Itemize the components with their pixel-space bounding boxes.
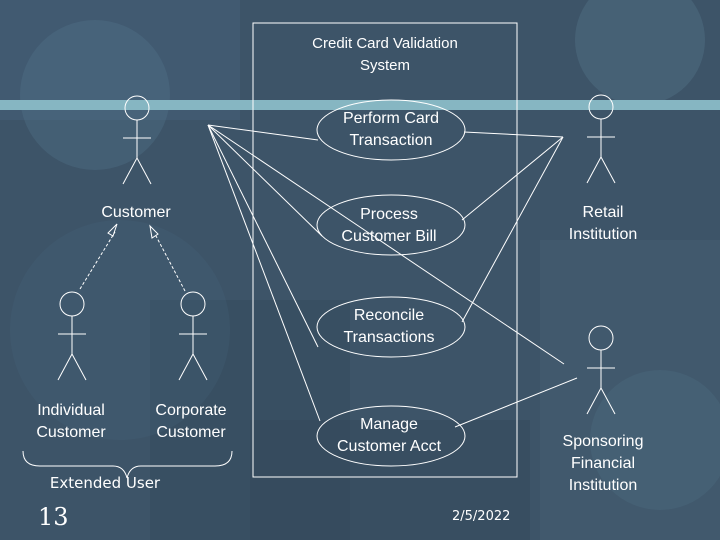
use-case-label-line: Transactions (343, 329, 435, 346)
actor-corporate-figure[interactable] (178, 291, 208, 381)
association-line (461, 136, 564, 323)
use-case-process-customer-bill[interactable] (316, 194, 466, 256)
stick-figure-icon (586, 325, 616, 415)
association-line (207, 124, 319, 348)
generalization-line (79, 231, 116, 290)
page-number: 13 (38, 503, 69, 531)
actor-retail-figure[interactable] (586, 94, 616, 184)
association-line (461, 136, 564, 221)
association-line (207, 124, 323, 237)
actor-label-line: Retail (582, 204, 624, 221)
actor-label-line: Corporate (155, 402, 227, 419)
use-case-perform-card-transaction[interactable] (316, 99, 466, 161)
actor-individual-label: Individual Customer (16, 400, 126, 444)
use-case-label-line: Manage (360, 416, 418, 433)
extended-user-label: Extended User (49, 474, 161, 492)
association-line (454, 377, 578, 428)
actor-individual-figure[interactable] (57, 291, 87, 381)
system-boundary (252, 22, 518, 478)
use-case-label-line: Reconcile (353, 307, 425, 324)
actor-sponsoring-figure[interactable] (586, 325, 616, 415)
extended-user-brace (22, 450, 233, 479)
use-case-label: Process Customer Bill (324, 204, 454, 248)
stick-figure-icon (178, 291, 208, 381)
association-line (463, 131, 564, 138)
actor-retail-label: Retail Institution (548, 202, 658, 246)
system-title-line2: System (359, 57, 410, 74)
system-title-line1: Credit Card Validation (312, 35, 458, 52)
use-case-label-line: Customer Acct (336, 438, 442, 455)
stick-figure-icon (586, 94, 616, 184)
use-case-label-line: Perform Card (342, 110, 440, 127)
use-case-manage-customer-acct[interactable] (316, 405, 466, 467)
actor-label-line: Financial (570, 455, 636, 472)
use-case-label: Reconcile Transactions (324, 305, 454, 349)
actor-label-line: Sponsoring (562, 433, 644, 450)
association-line (207, 124, 321, 422)
association-line (207, 124, 565, 365)
generalization-arrowhead (149, 224, 159, 239)
slide-date: 2/5/2022 (452, 509, 511, 524)
system-title: Credit Card Validation System (253, 33, 517, 77)
use-case-label-line: Transaction (349, 132, 433, 149)
actor-corporate-label: Corporate Customer (136, 400, 246, 444)
use-case-label: Manage Customer Acct (324, 414, 454, 458)
actor-customer-figure[interactable] (122, 95, 152, 185)
actor-customer-label: Customer (101, 204, 171, 221)
actor-label-line: Institution (568, 226, 638, 243)
actor-label-line: Institution (568, 477, 638, 494)
stick-figure-icon (122, 95, 152, 185)
generalization-line (155, 235, 186, 292)
actor-label-line: Customer (156, 424, 226, 441)
generalization-arrowhead (107, 223, 118, 237)
use-case-label: Perform Card Transaction (326, 108, 456, 152)
actor-label-line: Customer (36, 424, 106, 441)
accent-bar (0, 100, 720, 110)
association-line (207, 124, 319, 141)
use-case-label-line: Customer Bill (341, 228, 437, 245)
use-case-label-line: Process (360, 206, 418, 223)
use-case-reconcile-transactions[interactable] (316, 296, 466, 358)
stick-figure-icon (57, 291, 87, 381)
actor-sponsoring-label: Sponsoring Financial Institution (543, 431, 663, 497)
actor-label-line: Individual (37, 402, 105, 419)
